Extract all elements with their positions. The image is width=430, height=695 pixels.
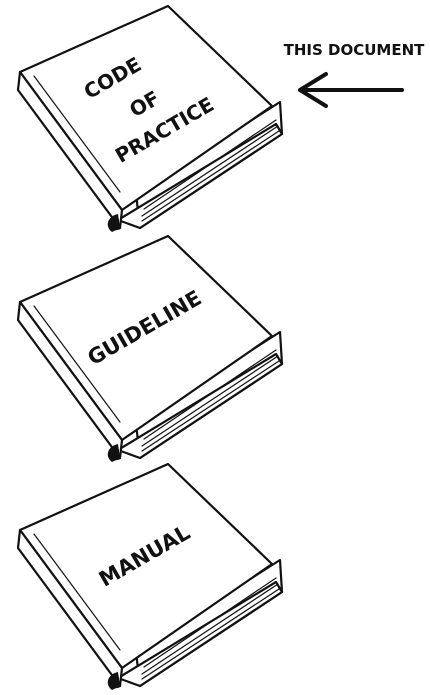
this-document-label: THIS DOCUMENT: [284, 41, 426, 59]
book-guideline: GUIDELINE: [18, 236, 282, 462]
left-arrow-icon: [300, 74, 402, 106]
book-manual: MANUAL: [18, 464, 282, 690]
book-code-of-practice: CODE OF PRACTICE: [18, 6, 282, 232]
